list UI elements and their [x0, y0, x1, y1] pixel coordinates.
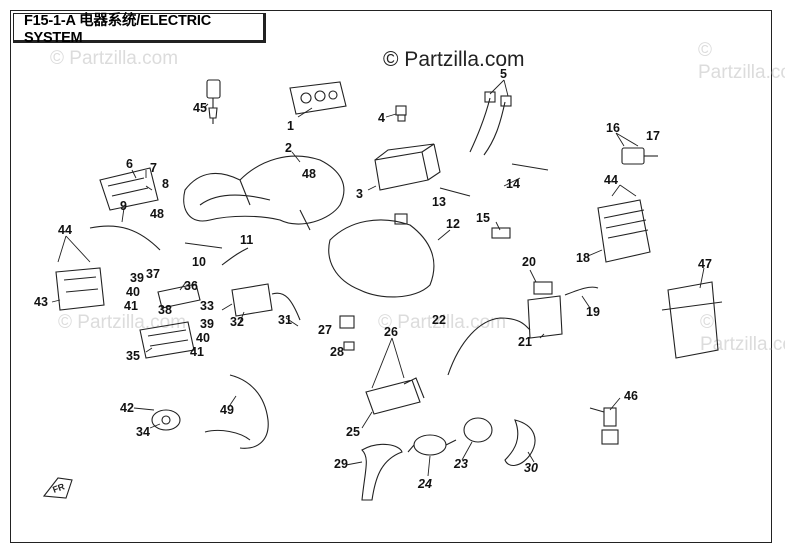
- part-11-cable: [221, 247, 249, 266]
- part-46-sensor: [589, 407, 619, 445]
- callout-45: 45: [193, 101, 207, 115]
- part-15-connector: [491, 227, 511, 239]
- callout-6: 6: [126, 157, 133, 171]
- part-30-hose: [504, 419, 536, 466]
- callout-25: 25: [346, 425, 360, 439]
- callout-14: 14: [506, 177, 520, 191]
- diagram-frame: [10, 10, 772, 543]
- callout-28: 28: [330, 345, 344, 359]
- callout-10: 10: [192, 255, 206, 269]
- part-36-fuse-box-cover: [157, 283, 201, 309]
- callout-38: 38: [158, 303, 172, 317]
- callout-42: 42: [120, 401, 134, 415]
- callout-40: 40: [126, 285, 140, 299]
- callout-7: 7: [150, 161, 157, 175]
- callout-39: 39: [200, 317, 214, 331]
- callout-43: 43: [34, 295, 48, 309]
- part-43-bracket: [55, 267, 105, 311]
- callout-11: 11: [240, 233, 253, 247]
- part-5-sensors: [469, 91, 512, 156]
- part-12-harness: [328, 213, 435, 298]
- part-34-horn: [151, 409, 181, 431]
- callout-29: 29: [334, 457, 348, 471]
- part-22-cable: [447, 317, 531, 376]
- part-23-clamp: [463, 417, 493, 443]
- part-49-harness: [204, 374, 269, 449]
- callout-3: 3: [356, 187, 363, 201]
- part-4-relay: [395, 105, 407, 122]
- callout-49: 49: [220, 403, 234, 417]
- callout-30: 30: [524, 461, 538, 475]
- callouts: 45 1 2 3 4 5 6 7 8 48 48 9 10 11 12 13 1…: [34, 67, 712, 491]
- front-marker-label: FR: [51, 481, 66, 495]
- watermark: © Partzilla.com: [383, 48, 525, 71]
- callout-19: 19: [586, 305, 600, 319]
- part-1-fuse-assembly: [289, 81, 347, 115]
- callout-40: 40: [196, 331, 210, 345]
- faint-watermark: © Partzilla.com: [698, 40, 785, 83]
- faint-watermark: © Partzilla.com: [700, 312, 785, 355]
- callout-4: 4: [378, 111, 385, 125]
- part-2-main-harness: [183, 155, 345, 231]
- part-35-fuse-box: [139, 321, 195, 359]
- callout-17: 17: [646, 129, 660, 143]
- callout-27: 27: [318, 323, 332, 337]
- faint-watermark: © Partzilla.com: [50, 48, 179, 69]
- callout-23: 23: [453, 457, 468, 471]
- part-29-hose: [361, 443, 403, 501]
- callout-37: 37: [146, 267, 160, 281]
- callout-41: 41: [190, 345, 204, 359]
- front-direction-marker: FR: [42, 477, 73, 499]
- part-33-ignition-coil: [231, 283, 301, 321]
- part-13-rod: [439, 187, 471, 197]
- callout-33: 33: [200, 299, 214, 313]
- part-17-relay: [621, 147, 658, 165]
- part-21-starter-relay: [527, 281, 563, 339]
- faint-watermark: © Partzilla.com: [378, 312, 507, 333]
- callout-22: 22: [432, 313, 446, 327]
- callout-24: 24: [417, 477, 432, 491]
- diagram-title: F15-1-A 电器系统/ELECTRIC SYSTEM: [13, 13, 266, 46]
- callout-2: 2: [285, 141, 292, 155]
- part-45-switch: [206, 79, 221, 124]
- part-14-rod: [511, 163, 549, 171]
- callout-48: 48: [150, 207, 164, 221]
- part-19-cable: [564, 286, 599, 296]
- leader-lines: [51, 79, 705, 477]
- callout-26: 26: [384, 325, 398, 339]
- callout-32: 32: [230, 315, 244, 329]
- callout-9: 9: [120, 199, 127, 213]
- callout-31: 31: [278, 313, 292, 327]
- callout-39: 39: [130, 271, 144, 285]
- part-28-clip: [343, 341, 355, 351]
- callout-13: 13: [432, 195, 446, 209]
- callout-44: 44: [604, 173, 618, 187]
- callout-18: 18: [576, 251, 590, 265]
- callout-48: 48: [302, 167, 316, 181]
- callout-34: 34: [136, 425, 150, 439]
- callout-16: 16: [606, 121, 620, 135]
- part-25-control-unit: [365, 377, 425, 415]
- part-18-regulator: [597, 199, 651, 263]
- callout-47: 47: [698, 257, 712, 271]
- callout-5: 5: [500, 67, 507, 81]
- callout-20: 20: [522, 255, 536, 269]
- part-47-bracket: [661, 281, 723, 359]
- callout-35: 35: [126, 349, 140, 363]
- part-9-cable: [89, 225, 161, 251]
- callout-44: 44: [58, 223, 72, 237]
- part-10-cable: [184, 242, 223, 249]
- callout-46: 46: [624, 389, 638, 403]
- callout-15: 15: [476, 211, 490, 225]
- callout-41: 41: [124, 299, 138, 313]
- part-24-fuel-pump: [407, 434, 457, 456]
- callout-1: 1: [287, 119, 294, 133]
- callout-12: 12: [446, 217, 460, 231]
- callout-8: 8: [162, 177, 169, 191]
- part-3-battery: [374, 143, 441, 191]
- part-27-sensor: [339, 315, 355, 329]
- callout-36: 36: [184, 279, 198, 293]
- callout-21: 21: [518, 335, 532, 349]
